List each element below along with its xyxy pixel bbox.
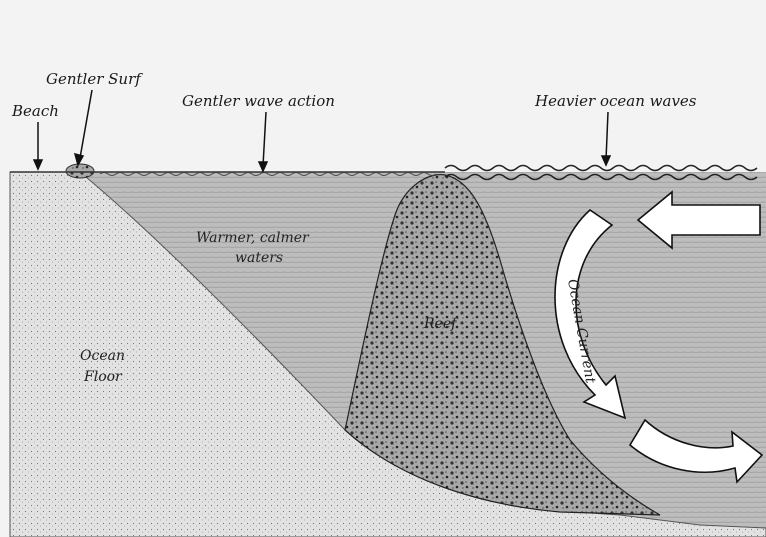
- beach-label: Beach: [11, 102, 59, 120]
- gentler-surf-label: Gentler Surf: [46, 70, 143, 88]
- gentler-wave-action-label: Gentler wave action: [182, 92, 335, 110]
- reef-label: Reef: [423, 316, 459, 332]
- ocean-floor-label-line1: Ocean: [80, 348, 125, 364]
- heavier-ocean-waves-label: Heavier ocean waves: [534, 92, 697, 110]
- ocean-floor-label-line2: Floor: [83, 369, 123, 385]
- warmer-waters-label-line1: Warmer, calmer: [196, 230, 310, 246]
- warmer-waters-label-line2: waters: [235, 250, 283, 266]
- surf-rock: [66, 164, 94, 178]
